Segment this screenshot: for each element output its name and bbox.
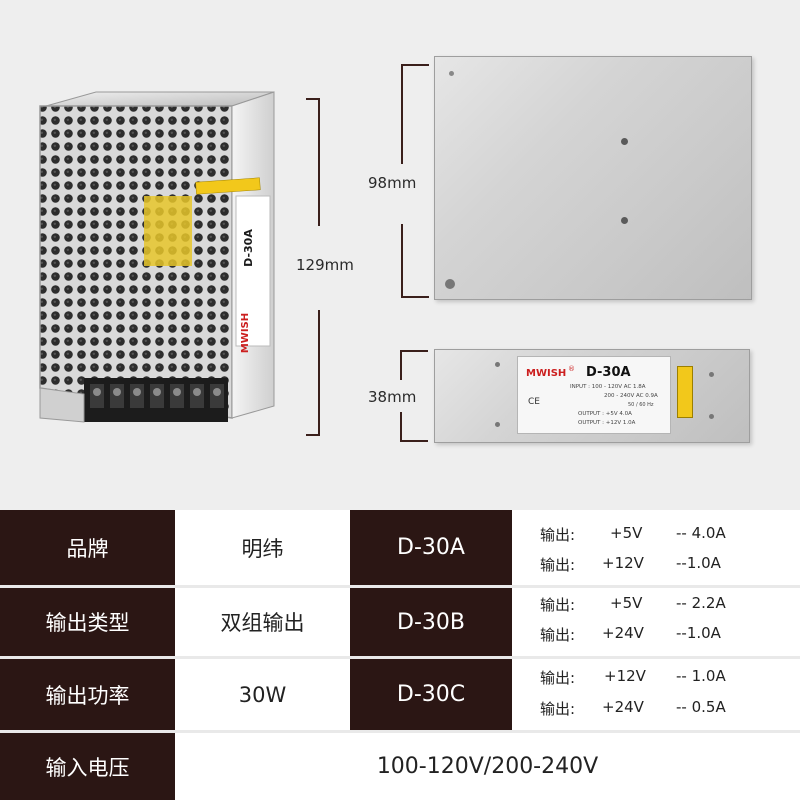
spec-table: 品牌 明纬 D-30A 输出: +5V -- 4.0A 输出: +12V --1… [0, 510, 800, 800]
side-label-model: D-30A [242, 229, 255, 267]
corner-hole [449, 71, 454, 76]
model-name-b: D-30B [350, 588, 512, 656]
dimension-98mm-label: 98mm [368, 174, 417, 192]
side-hole-4 [709, 414, 714, 419]
dimension-line-38-bottom [400, 412, 402, 442]
side-hole-2 [495, 422, 500, 427]
dimension-tick-98-top [401, 64, 429, 66]
dimension-129mm-label: 129mm [296, 256, 354, 274]
dimension-line-129-top [318, 98, 320, 226]
output-current: --1.0A [676, 624, 721, 642]
side-hole-3 [709, 372, 714, 377]
row-divider [0, 585, 800, 588]
label-model: D-30A [586, 365, 631, 380]
row-value-output-type: 双组输出 [175, 588, 350, 656]
mount-hole-lower [621, 217, 628, 224]
model-outputs-c [512, 659, 800, 730]
output-line: 输出: +5V -- 2.2A [540, 594, 790, 618]
row-divider [0, 656, 800, 659]
label-frequency: 50 / 60 Hz [628, 402, 654, 408]
dimension-38mm-label: 38mm [368, 388, 417, 406]
row-label-output-power: 输出功率 [0, 659, 175, 730]
label-output-line-1: OUTPUT : +5V 4.0A [578, 411, 632, 417]
output-current: -- 0.5A [676, 698, 726, 716]
output-line: 输出: +24V -- 0.5A [540, 698, 790, 722]
table-row: 输出功率 30W D-30C 输出: +12V -- 1.0A 输出: +24V… [0, 659, 800, 730]
label-input-line-2: 200 - 240V AC 0.9A [604, 393, 658, 399]
dimension-tick-38-bottom [400, 440, 428, 442]
output-line: 输出: +24V --1.0A [540, 624, 790, 648]
output-prefix: 输出: [540, 596, 576, 614]
output-voltage: +5V [610, 524, 643, 542]
dimension-line-98-bottom [401, 224, 403, 298]
model-outputs-b [512, 588, 800, 656]
output-line: 输出: +12V -- 1.0A [540, 667, 790, 691]
dimension-tick-129-bottom [306, 434, 320, 436]
power-supply-front-image: D-30A MWISH [39, 91, 275, 423]
model-name-a: D-30A [350, 510, 512, 585]
mount-hole-upper [621, 138, 628, 145]
row-label-output-type: 输出类型 [0, 588, 175, 656]
warning-sticker [677, 366, 693, 418]
table-row: 品牌 明纬 D-30A 输出: +5V -- 4.0A 输出: +12V --1… [0, 510, 800, 585]
output-voltage: +24V [602, 624, 644, 642]
row-label-input-voltage: 输入电压 [0, 733, 175, 800]
output-voltage: +5V [610, 594, 643, 612]
output-current: -- 4.0A [676, 524, 726, 542]
output-line: 输出: +12V --1.0A [540, 554, 790, 578]
model-name-c: D-30C [350, 659, 512, 730]
power-supply-side-plate: MWISH ® D-30A INPUT : 100 - 120V AC 1.8A… [434, 349, 750, 443]
table-row: 输入电压 100-120V/200-240V [0, 733, 800, 800]
dimension-tick-129-top [306, 98, 320, 100]
dimension-tick-38-top [400, 350, 428, 352]
output-voltage: +12V [602, 554, 644, 572]
model-outputs-a [512, 510, 800, 585]
dimension-tick-98-bottom [401, 296, 429, 298]
output-line: 输出: +5V -- 4.0A [540, 524, 790, 548]
output-current: --1.0A [676, 554, 721, 572]
product-label: MWISH ® D-30A INPUT : 100 - 120V AC 1.8A… [517, 356, 671, 434]
output-voltage: +24V [602, 698, 644, 716]
row-label-brand: 品牌 [0, 510, 175, 585]
side-label-logo: MWISH [240, 313, 251, 353]
ce-mark: CE [528, 397, 540, 407]
output-current: -- 2.2A [676, 594, 726, 612]
output-current: -- 1.0A [676, 667, 726, 685]
dimension-line-98-top [401, 64, 403, 164]
output-prefix: 输出: [540, 669, 576, 687]
label-brand-logo: MWISH [526, 368, 567, 379]
row-value-output-power: 30W [175, 659, 350, 730]
corner-screw [445, 279, 455, 289]
row-value-brand: 明纬 [175, 510, 350, 585]
output-voltage: +12V [604, 667, 646, 685]
output-prefix: 输出: [540, 700, 576, 718]
power-supply-top-plate [434, 56, 752, 300]
label-input-line-1: INPUT : 100 - 120V AC 1.8A [570, 384, 646, 390]
output-prefix: 输出: [540, 626, 576, 644]
label-registered-mark: ® [568, 365, 575, 373]
label-output-line-2: OUTPUT : +12V 1.0A [578, 420, 636, 426]
table-row: 输出类型 双组输出 D-30B 输出: +5V -- 2.2A 输出: +24V… [0, 588, 800, 656]
row-divider [0, 730, 800, 733]
side-hole-1 [495, 362, 500, 367]
dimension-line-38-top [400, 350, 402, 380]
row-value-input-voltage: 100-120V/200-240V [175, 733, 800, 800]
dimension-line-129-bottom [318, 310, 320, 436]
output-prefix: 输出: [540, 556, 576, 574]
output-prefix: 输出: [540, 526, 576, 544]
